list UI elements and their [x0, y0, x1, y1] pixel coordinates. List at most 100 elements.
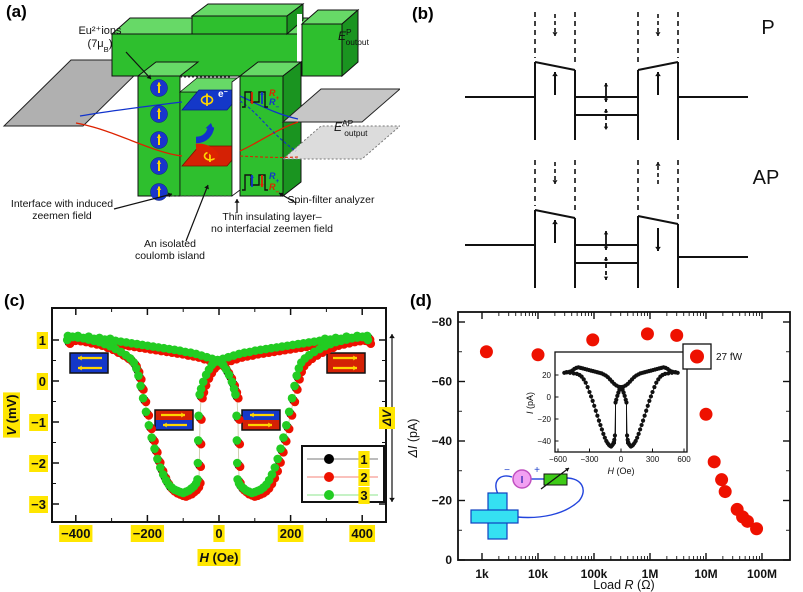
y-tick-label: −80 — [432, 315, 453, 329]
x-tick-label: 400 — [351, 526, 373, 541]
label-highlight — [379, 406, 395, 430]
inset-x-tick-label: 0 — [619, 455, 624, 464]
circuit-schematic: I−+ — [470, 465, 584, 540]
label-highlight — [349, 525, 376, 542]
arrowhead — [163, 422, 167, 428]
arrowhead — [353, 355, 357, 361]
x-tick-label: 1M — [642, 567, 659, 581]
y-axis-label: ΔI (pA) — [406, 419, 420, 459]
arrowhead — [655, 32, 661, 36]
arrowhead — [552, 220, 558, 225]
x-tick-label: 10k — [528, 567, 548, 581]
arrowhead — [156, 160, 162, 164]
arrowhead — [234, 199, 240, 203]
label-highlight — [358, 487, 370, 504]
arrowhead — [603, 246, 609, 250]
arrowhead — [210, 152, 219, 160]
x-tick-label: 1k — [475, 567, 489, 581]
insulating-layer-label: Thin insulating layer– — [222, 211, 321, 223]
island-label: An isolated — [144, 238, 196, 250]
band-diagrams-canvas: P AP — [465, 12, 780, 288]
ap-state-label: AP — [753, 167, 780, 189]
label-highlight — [130, 525, 165, 542]
legend-marker — [324, 454, 334, 464]
arrowhead — [552, 72, 558, 77]
arrowhead — [389, 497, 395, 502]
electron-label: e− — [218, 89, 228, 101]
legend: 27 fW — [682, 343, 743, 370]
panel-a-label: (a) — [6, 2, 27, 21]
interface-label: Interface with induced — [11, 198, 113, 210]
legend-label: 2 — [360, 470, 367, 485]
arrowhead — [655, 72, 661, 77]
arrowhead — [156, 186, 162, 190]
inset-y-axis-label: I (pA) — [525, 392, 535, 414]
arrowhead — [603, 126, 609, 130]
output-plane-ap — [281, 125, 400, 160]
arrowhead — [603, 257, 609, 261]
arrowhead — [389, 334, 395, 339]
arrowhead — [552, 180, 558, 184]
x-tick-label: 100k — [581, 567, 608, 581]
band-diagram-ap: AP — [753, 167, 780, 189]
panel-b-label: (b) — [412, 4, 434, 23]
inset-y-tick-label: −40 — [537, 437, 551, 446]
barrier-profile-icon — [242, 91, 268, 108]
arrowhead — [156, 134, 162, 138]
ammeter-icon — [512, 469, 532, 489]
arrowhead — [603, 109, 609, 113]
p-state-label: P — [761, 17, 774, 39]
arrowhead — [250, 175, 254, 178]
legend-label: 3 — [360, 488, 367, 503]
label-highlight — [29, 414, 48, 431]
series-3 — [62, 331, 373, 498]
island-label: coulomb island — [135, 250, 205, 262]
x-tick-label: −400 — [61, 526, 90, 541]
y-axis-label: V (mV) — [4, 394, 19, 435]
label-highlight — [197, 549, 241, 566]
delta-i-points — [479, 327, 764, 536]
magnet-state-icon-inner-right — [241, 409, 281, 431]
eu-ions-label: Eu²⁺ions — [78, 25, 122, 37]
y-tick-label: −20 — [432, 494, 453, 508]
legend: 123 — [301, 445, 385, 504]
x-axis-label: H (Oe) — [199, 550, 238, 565]
r-minus-label: R− — [269, 182, 280, 196]
label-highlight — [358, 469, 370, 486]
interface-label: zeemen field — [32, 210, 92, 222]
arrowhead — [250, 412, 254, 418]
y-tick-label: −2 — [31, 456, 46, 471]
magnet-state-icon-outer-left — [69, 352, 109, 374]
y-tick-label: −1 — [31, 415, 46, 430]
minus-sign: − — [504, 465, 510, 476]
arrowhead — [655, 246, 661, 251]
x-axis-label: Load R (Ω) — [593, 578, 654, 592]
x-tick-label: 200 — [280, 526, 302, 541]
legend-marker — [324, 490, 334, 500]
label-highlight — [3, 392, 20, 438]
output-plane-p — [281, 88, 400, 123]
inset-x-tick-label: −300 — [580, 455, 599, 464]
arrowhead — [78, 365, 82, 371]
arrowhead — [655, 162, 661, 166]
r-plus-label: R+ — [269, 171, 280, 185]
x-tick-label: 100M — [747, 567, 777, 581]
arrowhead — [260, 184, 264, 187]
label-highlight — [213, 525, 225, 542]
arrowhead — [279, 192, 284, 198]
eu-ions-moment-label: (7μB) — [88, 38, 113, 54]
arrowhead — [603, 98, 609, 102]
label-highlight — [29, 455, 48, 472]
inset-y-tick-label: 0 — [547, 393, 552, 402]
inset-x-tick-label: −600 — [549, 455, 568, 464]
arrowhead — [565, 468, 569, 472]
label-highlight — [277, 525, 304, 542]
arrowhead — [603, 83, 609, 87]
